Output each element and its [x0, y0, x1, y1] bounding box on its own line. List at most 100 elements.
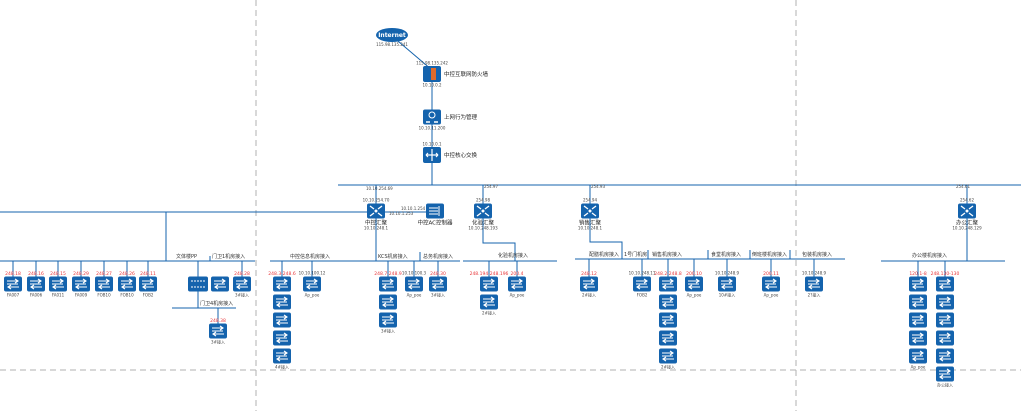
- device-text: Ap_poe: [764, 293, 779, 298]
- device-text: 中控互联网防火墙: [444, 70, 489, 78]
- segment-label-db: 倒班楼机房接入: [752, 251, 787, 258]
- device-internet[interactable]: Internet 115.98.135.241: [376, 28, 408, 47]
- segment-label-core_left: 10.10.254.69: [366, 186, 393, 191]
- device-text: 248.27: [96, 271, 112, 277]
- device-text: 10.10.11.200: [419, 126, 446, 131]
- device-text: 248.194-248.196: [470, 271, 509, 277]
- device-ac[interactable]: 中控AC控制器: [417, 203, 453, 227]
- device-text: 化验汇聚: [472, 219, 495, 227]
- device-text: 248.2-248.8: [654, 271, 682, 277]
- device-text: 10#接入: [719, 292, 735, 298]
- device-text: 3#接入: [431, 292, 445, 298]
- firewall-icon: [431, 68, 436, 80]
- device-l5[interactable]: FOB10 248.27: [95, 271, 113, 298]
- device-l7[interactable]: FOB2 248.11: [139, 271, 157, 298]
- device-text: 115.98.135.241: [376, 42, 408, 47]
- device-pp[interactable]: [188, 276, 208, 292]
- device-text: 销售汇聚: [579, 219, 602, 227]
- device-text: 248.38: [210, 318, 226, 324]
- segment-label-zx: 中控信息机房接入: [290, 253, 330, 260]
- device-text: 10.10.100.3: [402, 271, 427, 276]
- device-text: 10.10.248.9: [802, 271, 827, 276]
- device-text: 10.10.254.70: [363, 198, 390, 203]
- segment-label-d_xs: 254.93: [591, 184, 605, 189]
- device-text: 120.1-8: [909, 271, 927, 277]
- device-mw1a[interactable]: [211, 276, 229, 292]
- devices: Internet 115.98.135.241 中控互联网防火墙115.98.135…: [4, 28, 982, 388]
- link-line: [391, 35, 433, 71]
- device-text: 248.7-248.9: [374, 271, 402, 277]
- device-text: 中控AC控制器: [417, 219, 453, 227]
- device-text: 10.10.0.2: [422, 83, 442, 88]
- device-text: 2#接入: [482, 310, 496, 316]
- segment-label-m1: 1号门机房: [624, 251, 647, 258]
- device-text: 200.10: [686, 271, 702, 277]
- cloud-icon: [376, 28, 408, 42]
- device-text: 248.3-248.6: [268, 271, 296, 277]
- segment-label-ac_link2: 10.10.1.253: [389, 211, 414, 216]
- behavior-manager-icon: [428, 111, 436, 119]
- device-text: 2#接入: [582, 292, 596, 298]
- segment-label-bz: 包装机房接入: [802, 251, 832, 258]
- patch-panel-icon: [191, 280, 205, 288]
- device-text: 3#接入: [235, 292, 249, 298]
- device-text: 248.11: [140, 271, 156, 277]
- device-text: 办公汇聚: [956, 219, 979, 227]
- device-text: 办公接入: [937, 382, 953, 388]
- segment-label-mw1: 门卫1机房接入: [212, 253, 245, 260]
- segment-label-ac_link1: 10.10.1.254: [401, 206, 426, 211]
- device-kcs[interactable]: 3#接入 248.7-248.9: [374, 271, 402, 334]
- device-label: Internet: [378, 32, 406, 39]
- device-hy[interactable]: 2#接入 248.194-248.196: [470, 271, 509, 316]
- device-text: 10.10.100.12: [299, 271, 326, 276]
- device-text: 10.10.248.193: [468, 226, 498, 231]
- device-text: 254.62: [960, 198, 974, 203]
- segment-label-kcs: KCS机房接入: [378, 253, 408, 260]
- device-text: Ap_poe: [510, 293, 525, 298]
- segment-label-hy: 化验机房接入: [498, 252, 528, 259]
- segment-label-d_hy: 254.97: [484, 184, 498, 189]
- device-text: FOB2: [143, 293, 154, 298]
- device-text: 248.26: [119, 271, 135, 277]
- device-text: 10.10.248.1: [578, 226, 603, 231]
- core-switch-icon: [425, 149, 439, 161]
- device-text: 248.18: [5, 271, 21, 277]
- device-text: 248.15: [50, 271, 66, 277]
- segment-label-zw: 总务机房接入: [423, 253, 453, 260]
- device-text: 3#接入: [381, 328, 395, 334]
- device-kcs_ap[interactable]: Ap_poe 10.10.100.3: [402, 271, 427, 298]
- device-text: Ap_poe: [407, 293, 422, 298]
- device-text: FA006: [30, 293, 43, 298]
- device-hy_ap[interactable]: Ap_poe 200.4: [508, 271, 526, 298]
- device-text: FOB10: [97, 293, 111, 298]
- device-text: 200.4: [511, 271, 524, 277]
